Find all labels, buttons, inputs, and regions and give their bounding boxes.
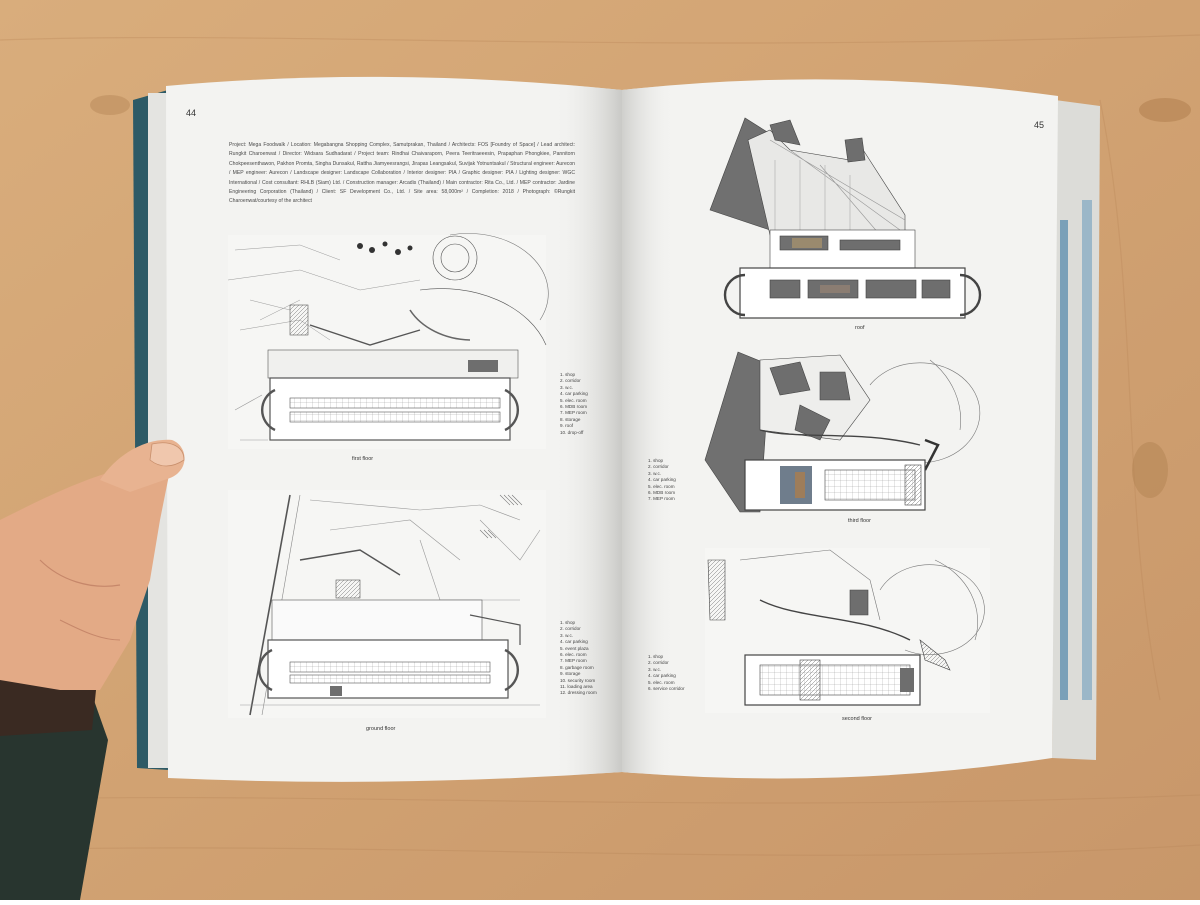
legend-item: 1. shop — [648, 458, 664, 463]
legend-item: 7. MEP room — [648, 496, 675, 502]
legend-third-floor: 1. shop 2. corridor 3. w.c. 4. car parki… — [648, 458, 676, 503]
plan-third-floor — [704, 351, 981, 513]
wood-knot — [1132, 442, 1168, 498]
legend-item: 2. corridor — [648, 464, 669, 470]
caption-second-floor: second floor — [842, 716, 872, 722]
legend-item: 7. MEP room — [560, 410, 587, 416]
legend-second-floor: 1. shop 2. corridor 3. w.c. 4. car parki… — [648, 654, 685, 692]
legend-item: 6. elec. room — [560, 652, 587, 658]
legend-item: 2. corridor — [648, 660, 669, 666]
legend-item: 8. storage — [560, 416, 581, 422]
caption-third-floor: third floor — [848, 518, 871, 524]
legend-item: 2. corridor — [560, 626, 581, 632]
legend-item: 6. service corridor — [648, 686, 685, 692]
page-edge-strip — [1082, 200, 1092, 700]
legend-item: 2. corridor — [560, 378, 581, 384]
plan-ground-floor — [228, 490, 546, 718]
legend-item: 10. security room — [560, 677, 596, 683]
legend-item: 3. w.c. — [648, 470, 662, 476]
legend-item: 6. MDB room — [648, 490, 676, 496]
legend-item: 5. elec. room — [560, 397, 587, 403]
legend-item: 6. MDB room — [560, 404, 588, 410]
legend-item: 11. loading area — [560, 684, 593, 690]
legend-item: 1. shop — [560, 372, 576, 377]
legend-item: 7. MEP room — [560, 658, 587, 664]
hand — [0, 439, 185, 900]
thumbnail — [149, 442, 185, 467]
legend-first-floor: 1. shop 2. corridor 3. w.c. 4. car parki… — [560, 372, 588, 436]
wood-knot — [1139, 98, 1191, 122]
legend-item: 8. garbage room — [560, 664, 594, 670]
legend-item: 3. w.c. — [560, 632, 574, 638]
page-stack-left — [148, 93, 168, 768]
legend-item: 4. car parking — [648, 477, 676, 483]
legend-item: 1. shop — [560, 620, 576, 625]
book-cover-right — [1052, 100, 1100, 760]
caption-ground-floor: ground floor — [366, 726, 396, 732]
caption-roof: roof — [855, 325, 865, 331]
page-number-right: 45 — [1034, 120, 1045, 130]
plan-first-floor — [227, 233, 549, 449]
caption-first-floor: first floor — [352, 456, 374, 462]
legend-item: 4. car parking — [560, 391, 588, 397]
project-credits: Project: Mega Foodwalk / Location: Megab… — [229, 142, 575, 205]
wood-knot — [90, 95, 130, 115]
plan-roof — [709, 117, 982, 319]
plan-second-floor — [705, 548, 990, 713]
legend-item: 9. storage — [560, 671, 581, 677]
page-number-left: 44 — [186, 108, 197, 118]
palm — [0, 455, 170, 690]
legend-item: 5. elec. room — [648, 679, 675, 685]
legend-item: 1. shop — [648, 654, 664, 659]
legend-item: 4. car parking — [560, 639, 588, 645]
legend-item: 5. event plaza — [560, 645, 589, 651]
wood-grain — [0, 34, 1200, 856]
legend-item: 3. w.c. — [648, 666, 662, 672]
legend-item: 3. w.c. — [560, 384, 574, 390]
legend-item: 10. drop-off — [560, 429, 584, 435]
legend-item: 12. dressing room — [560, 690, 597, 696]
legend-item: 4. car parking — [648, 673, 676, 679]
legend-ground-floor: 1. shop 2. corridor 3. w.c. 4. car parki… — [560, 620, 597, 697]
legend-item: 9. roof — [560, 423, 574, 429]
page-edge-strip — [1060, 220, 1068, 700]
legend-item: 5. elec. room — [648, 483, 675, 489]
